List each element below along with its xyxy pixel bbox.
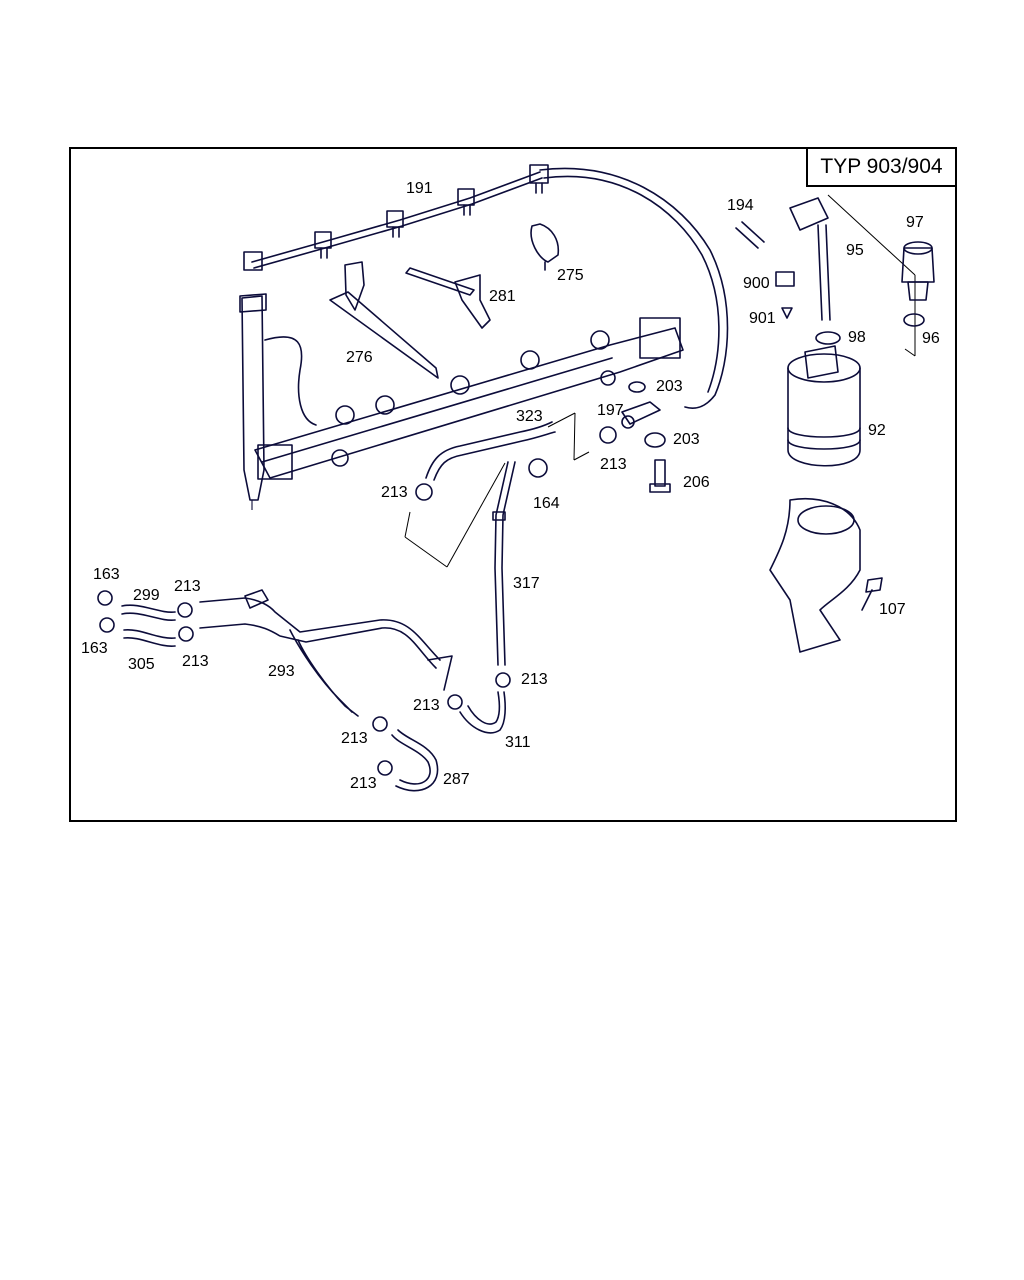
callout-163-lower: 163 xyxy=(81,640,108,657)
hose-317 xyxy=(492,461,516,666)
callout-213-c: 213 xyxy=(174,578,201,595)
callout-276: 276 xyxy=(346,349,373,366)
callout-206: 206 xyxy=(683,474,710,491)
fuel-return-line-191 xyxy=(243,164,729,410)
callout-299: 299 xyxy=(133,587,160,604)
callout-203-lower: 203 xyxy=(673,431,700,448)
callout-317: 317 xyxy=(513,575,540,592)
fuel-filter-92 xyxy=(787,345,861,467)
callout-194: 194 xyxy=(727,197,754,214)
variant-label: TYP 903/904 xyxy=(806,147,957,187)
clips xyxy=(329,223,560,379)
callout-213-a: 213 xyxy=(381,484,408,501)
callout-97: 97 xyxy=(906,214,924,231)
heater-97 xyxy=(901,241,935,327)
callout-95: 95 xyxy=(846,242,864,259)
callout-96: 96 xyxy=(922,330,940,347)
injector xyxy=(239,293,267,510)
fittings xyxy=(621,381,671,493)
hose-323 xyxy=(425,421,556,481)
callout-213-h: 213 xyxy=(350,775,377,792)
callout-305: 305 xyxy=(128,656,155,673)
callout-901: 901 xyxy=(749,310,776,327)
callout-163-upper: 163 xyxy=(93,566,120,583)
callout-164: 164 xyxy=(533,495,560,512)
callout-213-f: 213 xyxy=(413,697,440,714)
callout-98: 98 xyxy=(848,329,866,346)
water-sensor-95 xyxy=(735,197,841,345)
clamps xyxy=(97,426,617,776)
leader-lines xyxy=(404,194,916,568)
callout-311: 311 xyxy=(505,734,531,751)
callout-203-upper: 203 xyxy=(656,378,683,395)
callout-213-e: 213 xyxy=(521,671,548,688)
callout-213-g: 213 xyxy=(341,730,368,747)
callout-287: 287 xyxy=(443,771,470,788)
callout-191: 191 xyxy=(406,180,433,197)
callout-281: 281 xyxy=(489,288,516,305)
callout-323: 323 xyxy=(516,408,543,425)
callout-275: 275 xyxy=(557,267,584,284)
bracket-107 xyxy=(769,498,883,653)
callout-107: 107 xyxy=(879,601,906,618)
fuel-rail xyxy=(254,317,684,480)
hose-287 xyxy=(391,729,439,792)
callout-293: 293 xyxy=(268,663,295,680)
callout-900: 900 xyxy=(743,275,770,292)
callout-197: 197 xyxy=(597,402,624,419)
hose-299-305-293 xyxy=(121,589,453,717)
diagram-frame xyxy=(69,147,957,822)
callout-213-b: 213 xyxy=(600,456,627,473)
hose-311 xyxy=(459,691,506,734)
callout-213-d: 213 xyxy=(182,653,209,670)
callout-92: 92 xyxy=(868,422,886,439)
